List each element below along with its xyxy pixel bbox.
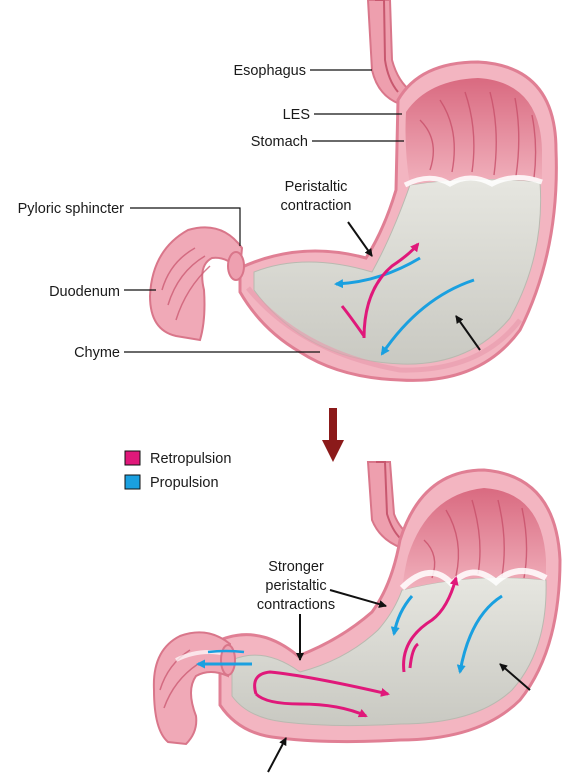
legend-label-retropulsion: Retropulsion (150, 451, 231, 467)
top-contraction-arrow-2 (455, 315, 481, 351)
top-stomach-illustration (148, 0, 558, 382)
legend-label-propulsion: Propulsion (150, 475, 219, 491)
bottom-retropulsion-arrow-1 (402, 576, 459, 673)
label-stomach: Stomach (251, 134, 308, 150)
bottom-retropulsion-arrow-4 (254, 692, 368, 718)
label-peristaltic-line1: Peristaltic (285, 179, 348, 195)
bottom-retropulsion-arrow-3 (253, 670, 390, 697)
label-stronger-line2: peristaltic (265, 578, 326, 594)
bottom-contraction-arrow-1 (329, 589, 387, 608)
top-leader-lines (124, 69, 404, 353)
top-motion-arrows (334, 221, 481, 356)
legend-swatch-propulsion (124, 474, 141, 490)
bottom-propulsion-arrow-1 (390, 595, 414, 636)
label-chyme: Chyme (74, 345, 120, 361)
legend: Retropulsion Propulsion (124, 450, 231, 491)
bottom-stomach-chyme (231, 577, 547, 727)
bottom-propulsion-arrow-4 (207, 649, 245, 654)
top-duodenum (148, 226, 244, 342)
top-contraction-arrow-1 (347, 221, 373, 257)
bottom-contraction-arrow-3 (499, 663, 531, 691)
top-propulsion-arrow-2 (380, 278, 475, 356)
bottom-stomach-illustration (152, 461, 562, 746)
top-pyloric-sphincter (227, 251, 245, 281)
top-propulsion-arrow-1 (334, 256, 421, 289)
label-pyloric-sphincter: Pyloric sphincter (18, 201, 125, 217)
label-esophagus: Esophagus (233, 63, 306, 79)
label-stronger-line1: Stronger (268, 559, 324, 575)
label-les: LES (283, 107, 310, 123)
legend-swatch-retropulsion (124, 450, 141, 466)
label-duodenum: Duodenum (49, 284, 120, 300)
bottom-duodenum (152, 631, 232, 746)
bottom-contraction-arrow-4 (267, 737, 287, 773)
bottom-propulsion-arrow-2 (456, 594, 503, 674)
bottom-motion-arrows (196, 576, 531, 773)
top-retropulsion-arrow-1 (362, 242, 420, 339)
label-stronger-line3: contractions (257, 597, 335, 613)
top-retropulsion-arrow-2 (340, 305, 366, 337)
bottom-stomach-fundus (402, 488, 546, 590)
bottom-pyloric-sphincter (220, 644, 236, 676)
bottom-retropulsion-arrow-2 (408, 642, 419, 669)
label-peristaltic-line2: contraction (281, 198, 352, 214)
step-down-arrow (322, 408, 344, 462)
